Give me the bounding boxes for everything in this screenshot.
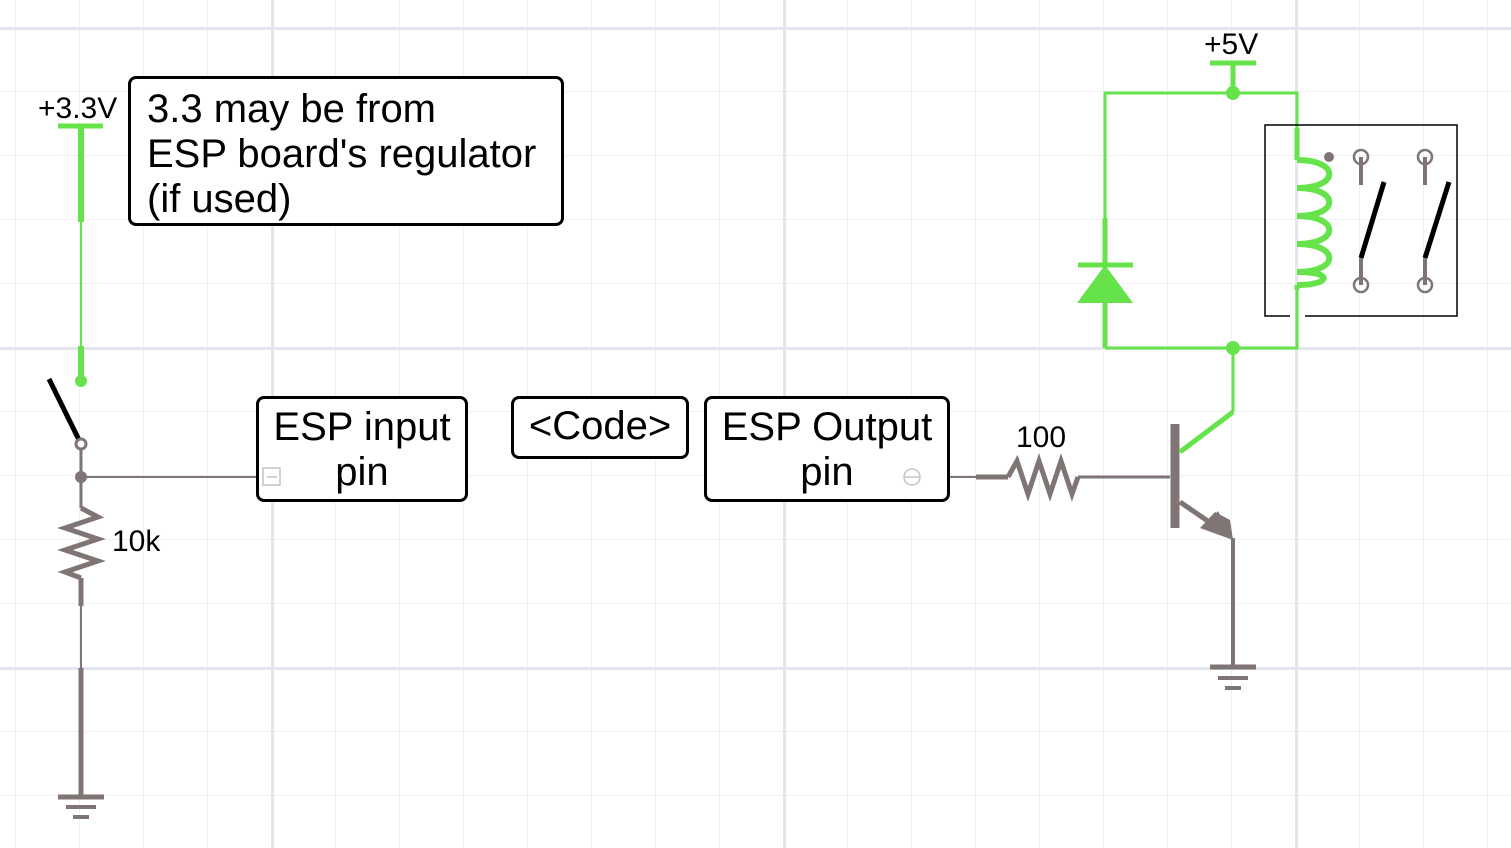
esp-input-label: pin bbox=[335, 450, 389, 494]
esp-output-block[interactable]: ESP Output pin bbox=[704, 396, 950, 502]
code-block[interactable]: <Code> bbox=[511, 396, 689, 459]
switch-icon[interactable] bbox=[46, 377, 88, 478]
flyback-diode-icon[interactable] bbox=[1077, 218, 1133, 348]
relay-icon[interactable] bbox=[1264, 124, 1458, 317]
power-5v-icon bbox=[1103, 60, 1299, 412]
esp-input-label: ESP input bbox=[273, 405, 451, 449]
base-resistor-icon[interactable] bbox=[1005, 453, 1170, 502]
pulldown-resistor-label: 10k bbox=[112, 525, 161, 558]
note-box[interactable]: 3.3 may be from ESP board's regulator (i… bbox=[128, 76, 564, 226]
npn-transistor-icon[interactable] bbox=[1170, 410, 1235, 666]
supply-3v3-label: +3.3V bbox=[38, 92, 118, 125]
junction-left bbox=[75, 468, 281, 486]
pulldown-resistor-icon[interactable] bbox=[57, 477, 106, 796]
code-label: <Code> bbox=[528, 404, 672, 448]
note-line: (if used) bbox=[147, 177, 292, 221]
esp-output-label: ESP Output bbox=[721, 405, 933, 449]
ground-left-icon bbox=[58, 794, 104, 819]
supply-5v-label: +5V bbox=[1204, 28, 1259, 61]
ground-right-icon bbox=[1210, 664, 1256, 690]
note-line: ESP board's regulator bbox=[147, 132, 537, 176]
base-resistor-label: 100 bbox=[1016, 421, 1067, 454]
power-3v3-icon bbox=[58, 123, 103, 387]
esp-input-block[interactable]: ESP input pin bbox=[256, 396, 468, 502]
esp-output-label: pin bbox=[800, 450, 854, 494]
note-line: 3.3 may be from bbox=[147, 87, 437, 131]
